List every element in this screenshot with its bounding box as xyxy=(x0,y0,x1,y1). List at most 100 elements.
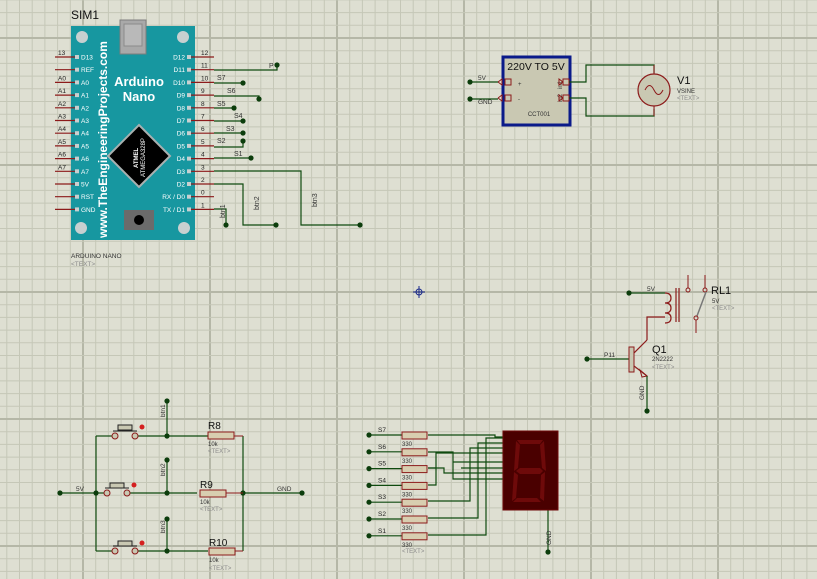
segment-resistor[interactable] xyxy=(401,481,428,490)
relay-rl1[interactable]: 5V RL1 5V <TEXT> xyxy=(626,275,735,333)
wire-s6 xyxy=(214,95,260,99)
seven-segment-digits-icon xyxy=(512,440,546,502)
converter-pin-in2: in2 xyxy=(558,93,564,102)
transistor-text-placeholder: <TEXT> xyxy=(652,365,675,371)
source-part: VSINE xyxy=(677,89,695,95)
relay-coil-icon xyxy=(664,292,672,324)
pin-number: 5 xyxy=(201,139,205,146)
pin-label: RST xyxy=(81,194,94,201)
resistor-ref: R9 xyxy=(200,480,213,491)
pin-pad xyxy=(75,169,79,174)
junction xyxy=(366,449,372,455)
pin-number: A5 xyxy=(58,139,66,146)
segment-wires xyxy=(428,434,549,552)
resistor-text-placeholder: <TEXT> xyxy=(209,566,232,572)
display-net-gnd: GND xyxy=(546,530,553,545)
mount-hole-icon xyxy=(76,31,88,43)
display-text-placeholder: <TEXT> xyxy=(402,549,425,555)
chip-label-2: ATMEGA328P xyxy=(141,138,147,177)
segment-resistor[interactable] xyxy=(401,431,428,440)
arduino-nano[interactable]: SIM1 Arduino Nano www.TheEngineeringProj… xyxy=(55,8,214,268)
segment-resistor-value: 330 xyxy=(402,459,413,465)
pin-label: A7 xyxy=(81,169,89,176)
pin-pad xyxy=(75,105,79,110)
segment-resistor[interactable] xyxy=(401,515,428,524)
pin-number: A6 xyxy=(58,152,66,159)
pin-pad xyxy=(187,80,191,85)
resistor-r8[interactable]: R8 10k <TEXT> xyxy=(207,421,243,455)
pin-number: 2 xyxy=(201,177,205,184)
net-label-s7: S7 xyxy=(217,75,226,82)
pin-pad xyxy=(75,143,79,148)
junction xyxy=(366,482,372,488)
pin-number: 4 xyxy=(201,152,205,159)
segment-resistor[interactable] xyxy=(401,532,428,541)
wire-btn3 xyxy=(214,170,360,226)
pin-pad xyxy=(75,93,79,98)
push-button-1[interactable] xyxy=(111,424,145,440)
transistor-net-emitter: GND xyxy=(639,385,646,400)
arduino-title-line2: Nano xyxy=(123,89,156,104)
segment-resistor-value: 330 xyxy=(402,492,413,498)
pin-label: D3 xyxy=(177,169,186,176)
segment-resistor[interactable] xyxy=(401,498,428,507)
relay-ref: RL1 xyxy=(711,285,731,297)
pin-number: A2 xyxy=(58,101,66,108)
relay-contact-icon xyxy=(693,315,699,321)
power-converter[interactable]: 220V TO 5V CCT001 + - in1 in2 5V GND xyxy=(467,55,655,127)
pin-label: D5 xyxy=(177,143,186,150)
converter-part: CCT001 xyxy=(528,112,551,118)
junction xyxy=(545,549,551,555)
pin-label: A0 xyxy=(81,80,89,87)
pin-label: D10 xyxy=(173,80,185,87)
push-button-3[interactable] xyxy=(111,540,145,555)
button-circuit[interactable]: 5V GND btn1 btn2 btn3 R8 10k < xyxy=(57,398,305,572)
pin-label: D9 xyxy=(177,93,186,100)
segment-resistor[interactable] xyxy=(401,448,428,457)
segment-resistor-value: 330 xyxy=(402,509,413,515)
resistor-r10[interactable]: R10 10k <TEXT> xyxy=(208,538,243,572)
transistor-q1[interactable]: P11 GND Q1 2N2222 <TEXT> xyxy=(584,316,675,414)
converter-pin-in1: in1 xyxy=(558,80,564,89)
push-button-2[interactable] xyxy=(103,482,137,497)
pin-pad xyxy=(187,105,191,110)
pin-number: 9 xyxy=(201,88,205,95)
pin-pad xyxy=(187,156,191,161)
pin-label: A6 xyxy=(81,156,89,163)
pin-pad xyxy=(187,67,191,72)
transistor-ref: Q1 xyxy=(652,344,667,356)
source-text-placeholder: <TEXT> xyxy=(677,96,700,102)
ac-source-v1[interactable]: V1 VSINE <TEXT> xyxy=(637,65,700,116)
button-wires xyxy=(60,401,302,552)
net-label-s6: S6 xyxy=(227,88,236,95)
relay-switch-arm xyxy=(696,291,707,317)
pin-label: A2 xyxy=(81,105,89,112)
pin-number: 10 xyxy=(201,75,209,82)
resistor-r9[interactable]: R9 10k <TEXT> xyxy=(199,480,243,513)
pin-label: 5V xyxy=(81,182,90,189)
resistor-value: 10k xyxy=(208,442,219,448)
resistor-text-placeholder: <TEXT> xyxy=(208,449,231,455)
button-indicator-icon xyxy=(139,424,145,430)
wire-btn1 xyxy=(214,208,227,225)
button-net-btn2: btn2 xyxy=(160,463,167,476)
pin-label: A4 xyxy=(81,131,89,138)
segment-resistor[interactable] xyxy=(401,465,428,474)
converter-net-gnd: GND xyxy=(478,99,493,106)
pin-pad xyxy=(187,143,191,148)
junction xyxy=(366,516,372,522)
net-label-s4: S4 xyxy=(234,113,243,120)
junction xyxy=(366,499,372,505)
pin-number: 7 xyxy=(201,114,205,121)
button-indicator-icon xyxy=(131,482,137,488)
pin-label: A3 xyxy=(81,118,89,125)
button-net-btn1: btn1 xyxy=(160,404,167,417)
segment-net-label: S1 xyxy=(378,528,386,535)
pin-pad xyxy=(75,55,79,59)
arduino-watermark: www.TheEngineeringProjects.com xyxy=(96,41,110,239)
pin-number: A7 xyxy=(58,164,66,171)
mount-hole-icon xyxy=(178,222,190,234)
segment-resistor-value: 330 xyxy=(402,442,413,448)
